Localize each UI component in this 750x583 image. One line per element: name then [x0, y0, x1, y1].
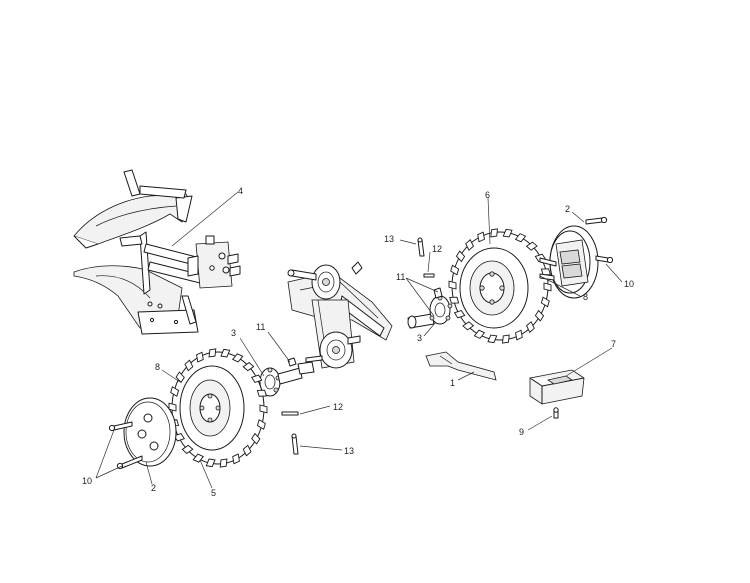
callout-12-bottom: 12: [333, 402, 343, 412]
callout-3-right: 3: [417, 333, 422, 343]
tread-lug: [256, 419, 266, 430]
callout-2-left: 2: [151, 483, 156, 493]
tread-lug: [534, 309, 545, 322]
tread-lug: [515, 329, 523, 341]
callout-5: 5: [211, 488, 216, 498]
tread-lug: [242, 444, 252, 457]
callout-2-right: 2: [565, 204, 570, 214]
tread-lug: [256, 389, 267, 397]
tread-lug: [543, 282, 552, 292]
tread-lug: [462, 321, 475, 331]
right-hub-assembly: [407, 287, 453, 329]
counter-weight: [529, 369, 585, 419]
left-wheel-cover: [108, 397, 177, 470]
callout-11-left: 11: [256, 322, 265, 332]
transmission-housing: [287, 261, 393, 369]
right-tire: [448, 228, 552, 344]
tread-lug: [465, 239, 475, 251]
tread-lug: [502, 228, 513, 238]
callout-3-left: 3: [231, 328, 236, 338]
linkage-bar: [425, 351, 497, 381]
tread-lug: [232, 453, 240, 465]
tread-lug: [540, 296, 550, 308]
tread-lug: [449, 296, 460, 304]
tread-lug: [208, 348, 217, 358]
callout-13-bottom: 13: [344, 446, 354, 456]
callout-numbers: 4 6 2 13 12 11 8 10 3 7 1 9 3 11 8 12 13…: [82, 186, 634, 498]
tread-lug: [220, 348, 231, 358]
pins-top: [417, 237, 435, 278]
callout-13-top: 13: [384, 234, 394, 244]
callout-12-top: 12: [432, 244, 442, 254]
tread-lug: [259, 404, 268, 414]
tread-lug: [450, 264, 460, 276]
tread-lug: [205, 458, 216, 468]
tread-lug: [175, 371, 185, 384]
callout-10-right: 10: [624, 279, 634, 289]
pins-bottom: [281, 411, 299, 455]
callout-9: 9: [519, 427, 524, 437]
right-wheel-cover: [539, 216, 614, 299]
tread-lug: [453, 309, 466, 319]
tread-lug: [184, 359, 194, 372]
tread-lug: [251, 374, 263, 383]
tread-lug: [473, 329, 486, 339]
left-hub-assembly: [259, 357, 315, 397]
tread-lug: [181, 444, 194, 454]
leader-lines: [95, 191, 623, 489]
tread-lug: [540, 268, 551, 276]
callout-8-right: 8: [583, 292, 588, 302]
callout-6: 6: [485, 190, 490, 200]
plow-assembly: [73, 169, 241, 335]
tread-lug: [251, 432, 261, 445]
callout-10-left: 10: [82, 476, 92, 486]
tread-lug: [487, 334, 498, 344]
tread-lug: [242, 362, 255, 372]
left-tire: [168, 348, 268, 468]
tread-lug: [232, 353, 244, 363]
tread-lug: [501, 334, 510, 344]
tread-lug: [448, 280, 457, 290]
tread-lug: [168, 402, 177, 412]
callout-11-top: 11: [396, 272, 405, 282]
tread-lug: [219, 458, 228, 468]
tread-lug: [525, 241, 538, 251]
tread-lug: [490, 228, 499, 238]
tread-lug: [525, 321, 535, 333]
tread-lug: [514, 233, 527, 243]
callout-8-left: 8: [155, 362, 160, 372]
tread-lug: [477, 231, 485, 243]
tread-lug: [196, 351, 204, 363]
tire-tread-lugs: [448, 228, 552, 344]
tread-lug: [455, 250, 466, 263]
callout-7: 7: [611, 339, 616, 349]
callout-1: 1: [450, 378, 455, 388]
tread-lug: [170, 386, 180, 397]
callout-4: 4: [238, 186, 243, 196]
